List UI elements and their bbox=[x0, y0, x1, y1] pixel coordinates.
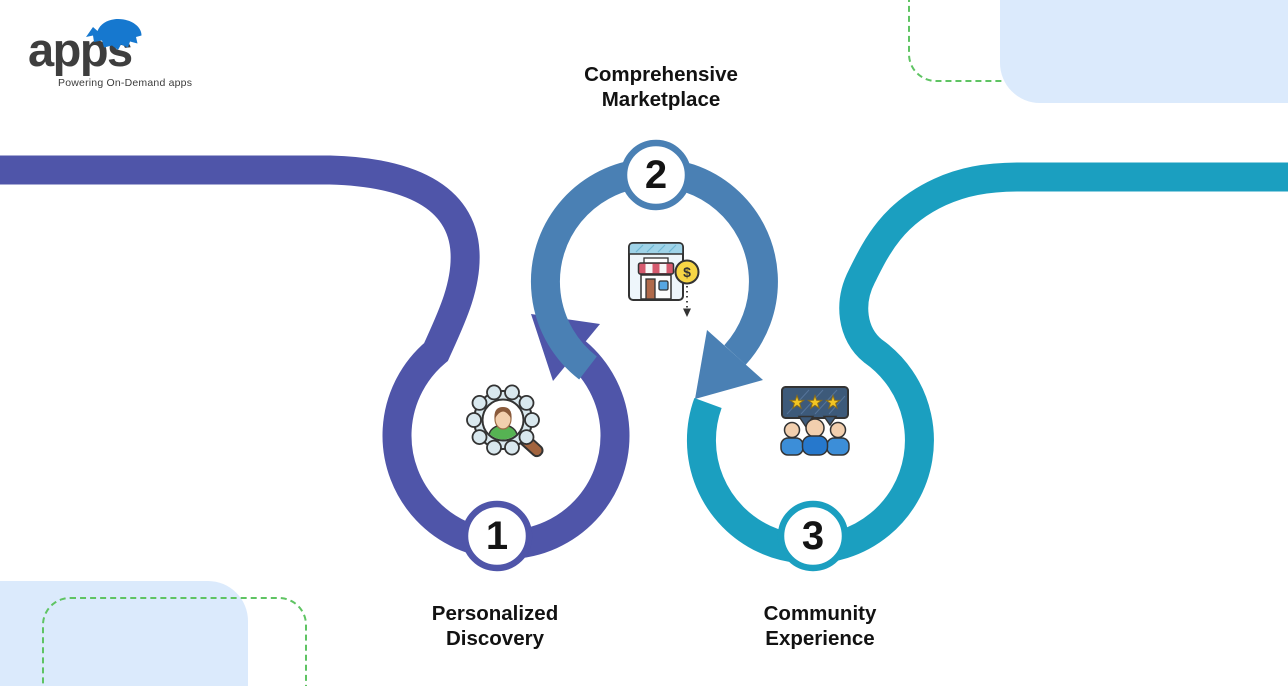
step-2-label-line1: Comprehensive bbox=[584, 63, 738, 86]
logo-tagline: Powering On-Demand apps bbox=[58, 77, 193, 89]
person-hair bbox=[494, 407, 512, 419]
flow-path-step3 bbox=[686, 162, 1288, 564]
bubble-tail-right bbox=[822, 415, 838, 427]
step-2-label: Comprehensive Marketplace bbox=[511, 62, 811, 112]
person-body bbox=[801, 435, 829, 456]
person-head bbox=[829, 421, 847, 439]
step-1-label-line1: Personalized bbox=[431, 602, 559, 625]
rhino-silhouette bbox=[86, 19, 142, 50]
step-1-label-line2: Discovery bbox=[445, 627, 544, 650]
arrow-step2-to-step3-icon bbox=[695, 330, 763, 399]
dashed-rounded-rect-bottom-left bbox=[42, 597, 307, 686]
step-3-number: 3 bbox=[801, 513, 825, 558]
step-3-label-line1: Community bbox=[763, 602, 877, 625]
down-arrowhead-icon bbox=[683, 308, 691, 317]
browser-header bbox=[628, 242, 684, 255]
step-1-number: 1 bbox=[485, 513, 509, 558]
step-badge-1 bbox=[461, 500, 533, 572]
star-icon bbox=[788, 393, 806, 410]
step-3-label-line2: Experience bbox=[765, 627, 875, 650]
magnifier-scallop-bumps bbox=[466, 384, 540, 456]
browser-header-hatch bbox=[635, 244, 677, 253]
person-head bbox=[805, 418, 825, 438]
coin-dollar-symbol: $ bbox=[683, 264, 691, 280]
step-badge-2 bbox=[620, 139, 692, 211]
light-blue-rounded-rect-top-right bbox=[1000, 0, 1288, 103]
step-3-label: Community Experience bbox=[670, 601, 970, 651]
person-body bbox=[826, 437, 850, 456]
person-body bbox=[780, 437, 804, 456]
store-door bbox=[645, 278, 656, 300]
coin-icon bbox=[674, 259, 700, 285]
step-2-number: 2 bbox=[644, 152, 668, 197]
rating-stars bbox=[788, 393, 842, 410]
person-head bbox=[783, 421, 801, 439]
step-2-label-line2: Marketplace bbox=[601, 88, 721, 111]
person-search-magnifier-icon bbox=[466, 384, 544, 458]
community-rating-stars-icon bbox=[780, 386, 850, 456]
store-window bbox=[658, 280, 669, 291]
star-icon bbox=[824, 393, 842, 410]
marketplace-storefront-coin-icon: $ bbox=[628, 242, 700, 317]
star-icon bbox=[806, 393, 824, 410]
step-badge-3 bbox=[777, 500, 849, 572]
flow-path-step1 bbox=[0, 155, 630, 560]
store-awning bbox=[637, 262, 675, 275]
rhino-logo-icon bbox=[86, 19, 142, 50]
community-people bbox=[780, 418, 850, 456]
logo: apps Powering On-Demand apps bbox=[0, 0, 260, 110]
step-1-label: Personalized Discovery bbox=[345, 601, 645, 651]
